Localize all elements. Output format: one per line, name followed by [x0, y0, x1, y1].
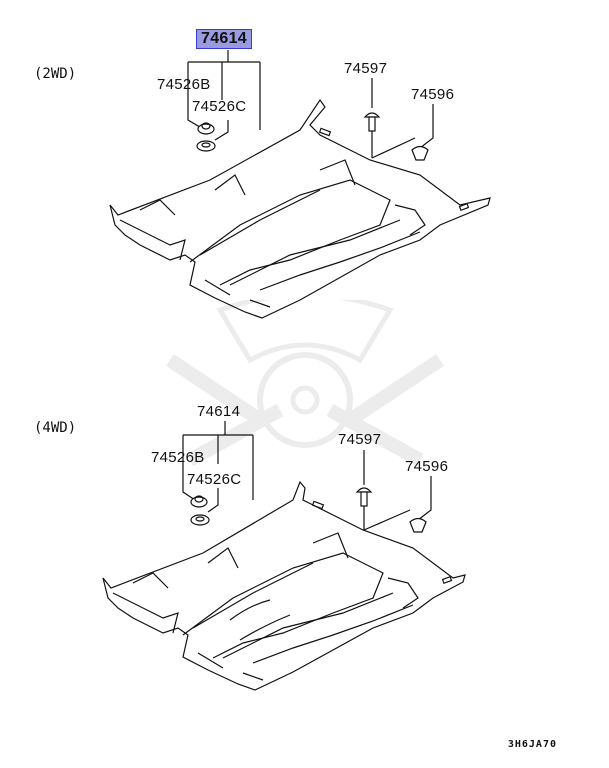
part-callout-74597[interactable]: 74597 — [338, 431, 382, 448]
part-callout-74614-highlighted[interactable]: 74614 — [196, 29, 252, 49]
watermark-emblem — [166, 300, 444, 467]
part-callout-74526b[interactable]: 74526B — [157, 76, 211, 93]
variant-label-4wd: (4WD) — [34, 420, 77, 436]
diagram-reference-code: 3H6JA70 — [507, 739, 557, 750]
part-callout-74526b[interactable]: 74526B — [151, 449, 205, 466]
part-callout-74526c[interactable]: 74526C — [187, 471, 242, 488]
part-callout-74596[interactable]: 74596 — [405, 458, 449, 475]
part-callout-74596[interactable]: 74596 — [411, 86, 455, 103]
part-callout-74614[interactable]: 74614 — [197, 403, 241, 420]
part-callout-74597[interactable]: 74597 — [344, 60, 388, 77]
part-callout-74526c[interactable]: 74526C — [192, 98, 247, 115]
variant-label-2wd: (2WD) — [34, 66, 77, 82]
